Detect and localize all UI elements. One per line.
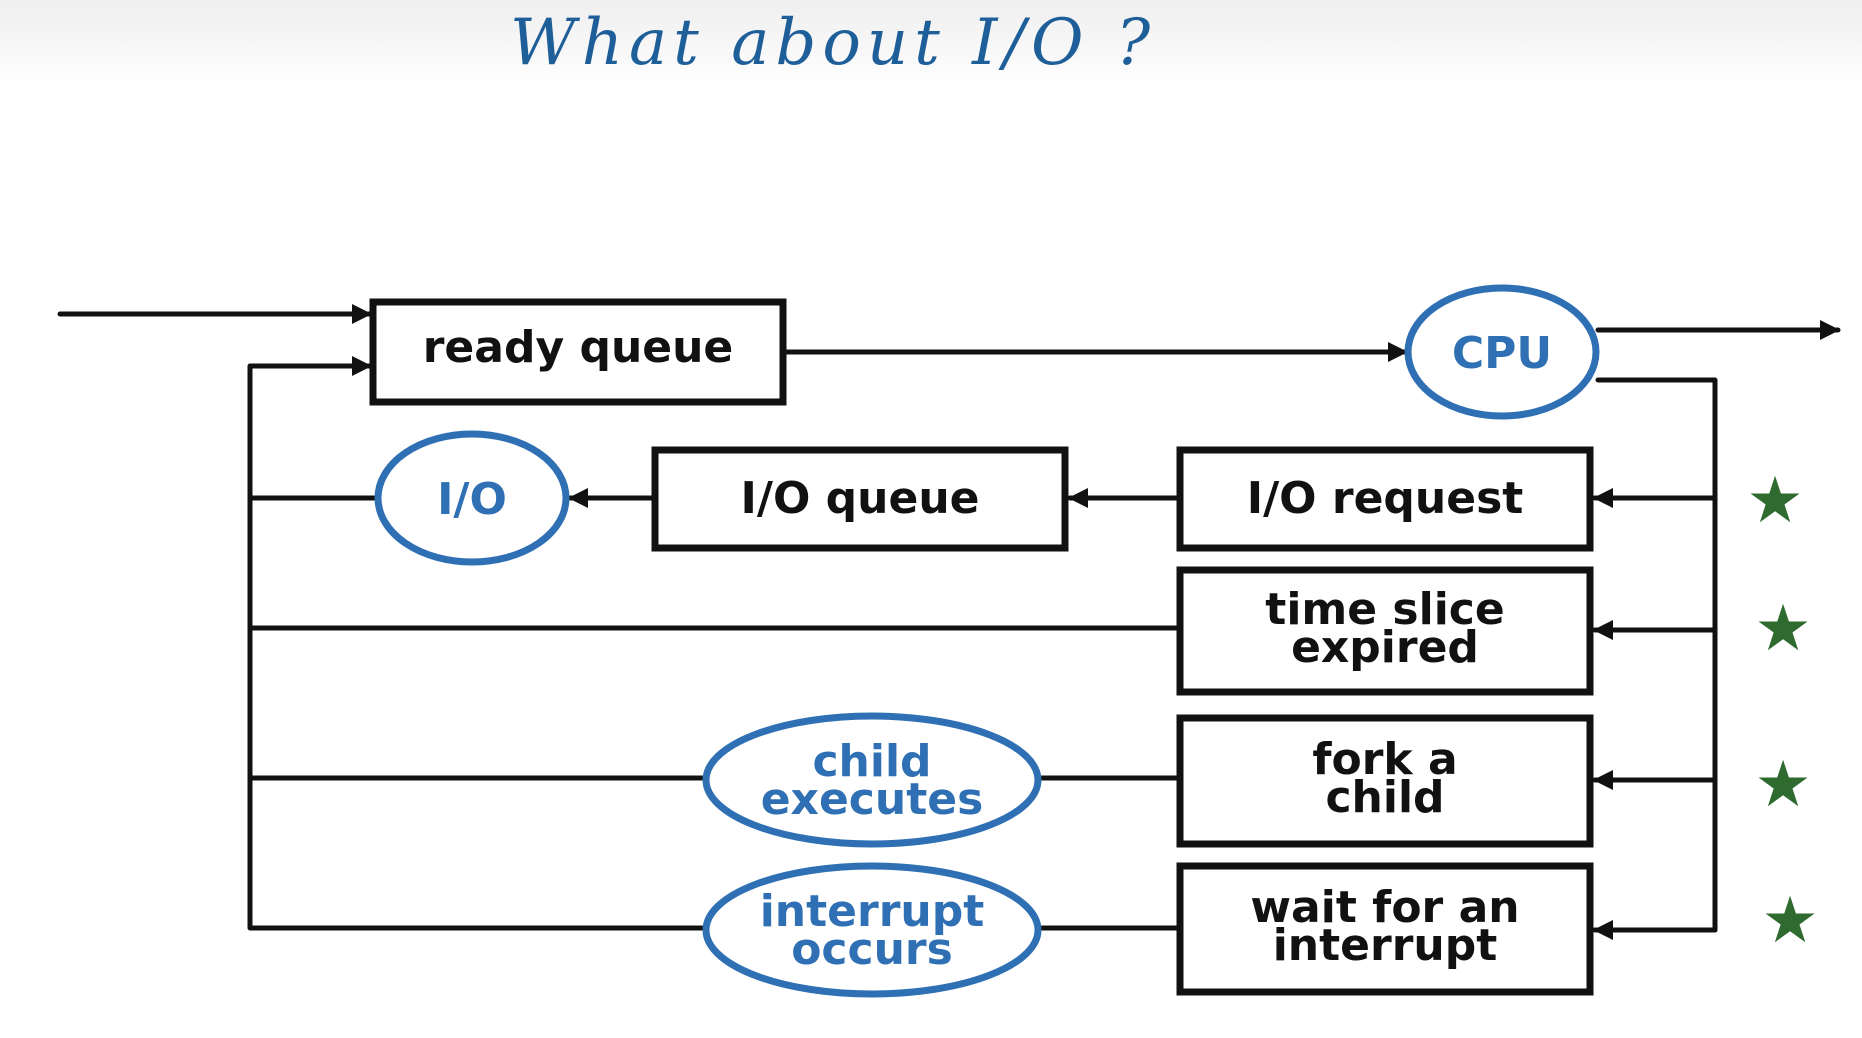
star-icon: ★ — [1761, 884, 1818, 958]
wait-interrupt-label-line1: wait for an — [1250, 882, 1519, 933]
star-icon: ★ — [1746, 464, 1803, 538]
page-title: What about I/O ? — [510, 6, 1156, 80]
time-slice-label-line2: expired — [1291, 622, 1479, 673]
io-device-label: I/O — [437, 474, 507, 525]
oval-group — [374, 284, 1600, 998]
star-icon: ★ — [1754, 748, 1811, 822]
interrupt-occurs-label-line2: occurs — [791, 924, 953, 975]
fork-child-box — [1176, 714, 1594, 848]
time-slice-box — [1176, 566, 1594, 696]
io-device-oval — [374, 430, 570, 566]
interrupt-occurs-oval — [702, 862, 1042, 998]
child-executes-oval — [702, 712, 1042, 848]
child-executes-label-line2: executes — [761, 774, 984, 825]
fork-child-label-line1: fork a — [1312, 734, 1457, 785]
left-return-bus — [247, 356, 711, 931]
wait-interrupt-box — [1176, 862, 1594, 996]
wait-interrupt-label-line2: interrupt — [1273, 920, 1498, 971]
cpu-right-bus — [1595, 377, 1718, 933]
io-queue-box — [651, 446, 1069, 552]
io-request-label: I/O request — [1247, 473, 1524, 524]
io-queue-label: I/O queue — [741, 473, 980, 524]
cpu-label: CPU — [1452, 328, 1552, 379]
child-executes-label-line1: child — [812, 736, 931, 787]
fork-child-label-line2: child — [1325, 772, 1444, 823]
interrupt-occurs-label-line1: interrupt — [760, 886, 985, 937]
cpu-oval — [1404, 284, 1600, 420]
top-shading — [0, 0, 1862, 90]
io-request-box — [1176, 446, 1594, 552]
ready-queue-box — [369, 298, 787, 406]
time-slice-label-line1: time slice — [1265, 584, 1504, 635]
star-icon: ★ — [1754, 592, 1811, 666]
box-group — [369, 298, 1594, 996]
ready-queue-label: ready queue — [423, 322, 734, 373]
connectors — [57, 304, 1841, 940]
